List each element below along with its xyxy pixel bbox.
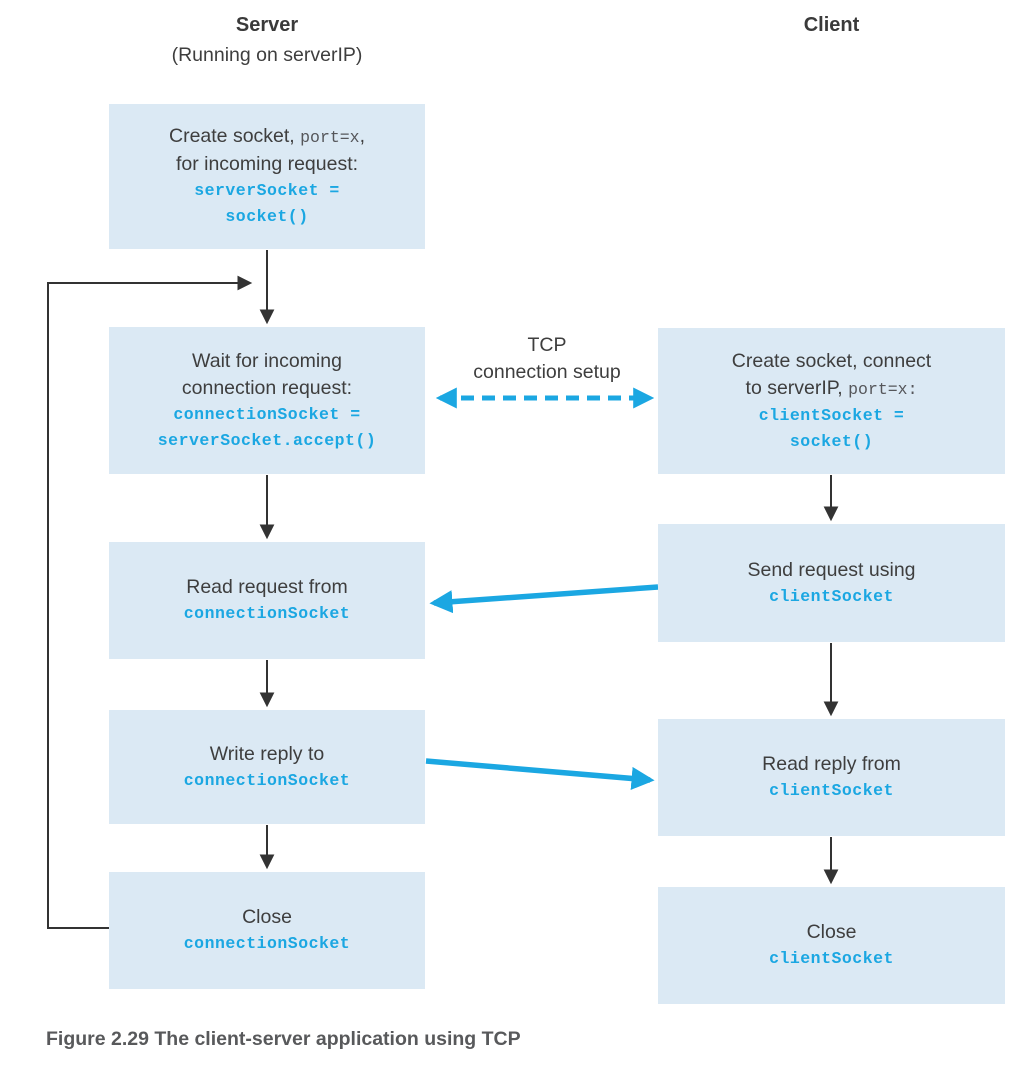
server-write-reply-box: Write reply to connectionSocket bbox=[109, 710, 425, 824]
box-text-line: Send request using bbox=[747, 558, 916, 581]
box-code-line: connectionSocket bbox=[183, 770, 351, 790]
box-code-line: clientSocket bbox=[769, 949, 894, 968]
server-create-socket-box: Create socket, port=x, for incoming requ… bbox=[109, 104, 425, 249]
figure-caption: Figure 2.29 The client-server applicatio… bbox=[46, 1028, 521, 1050]
server-close-box: Close connectionSocket bbox=[109, 872, 425, 989]
box-code-line: socket() bbox=[789, 431, 874, 451]
box-text-line: to serverIP, port=x: bbox=[745, 376, 918, 399]
server-column-subtitle: (Running on serverIP) bbox=[171, 44, 363, 66]
box-text-line: connection request: bbox=[181, 376, 353, 399]
client-read-reply-box: Read reply from clientSocket bbox=[658, 719, 1005, 836]
box-code-line: clientSocket = bbox=[758, 405, 905, 425]
tcp-connection-setup-label: TCP connection setup bbox=[428, 332, 666, 386]
box-text-line: Create socket, port=x, bbox=[169, 125, 365, 147]
box-text-line: Read reply from bbox=[762, 753, 901, 775]
box-text-line: Close bbox=[806, 921, 857, 943]
box-code-line: clientSocket bbox=[769, 586, 894, 606]
request-arrow bbox=[429, 584, 659, 614]
box-text-line: for incoming request: bbox=[175, 153, 359, 175]
box-text-line: Write reply to bbox=[209, 742, 325, 765]
box-text-line: Read request from bbox=[186, 576, 348, 598]
server-column-title: Server bbox=[235, 14, 299, 36]
box-text-line: Create socket, connect bbox=[731, 349, 932, 372]
tcp-label-line2: connection setup bbox=[473, 361, 621, 383]
client-create-socket-box: Create socket, connect to serverIP, port… bbox=[658, 328, 1005, 474]
box-text-line: Wait for incoming bbox=[192, 349, 342, 372]
inline-code: port=x bbox=[300, 128, 360, 147]
box-code-line: serverSocket.accept() bbox=[157, 430, 377, 450]
client-send-request-box: Send request using clientSocket bbox=[658, 524, 1005, 642]
tcp-label-line1: TCP bbox=[527, 334, 567, 356]
box-code-line: connectionSocket = bbox=[173, 404, 361, 424]
client-close-box: Close clientSocket bbox=[658, 887, 1005, 1004]
reply-arrow bbox=[425, 758, 655, 790]
box-code-line: clientSocket bbox=[769, 781, 894, 800]
inline-code: port=x bbox=[848, 379, 908, 399]
loop-back-arrow bbox=[47, 275, 253, 929]
server-wait-connection-box: Wait for incoming connection request: co… bbox=[109, 327, 425, 474]
box-code-line: connectionSocket bbox=[183, 604, 351, 623]
server-read-request-box: Read request from connectionSocket bbox=[109, 542, 425, 659]
box-code-line: serverSocket = bbox=[194, 181, 340, 200]
box-code-line: connectionSocket bbox=[183, 934, 351, 953]
box-text-line: Close bbox=[242, 906, 292, 928]
client-column-title: Client bbox=[803, 14, 860, 36]
box-code-line: socket() bbox=[225, 207, 309, 226]
